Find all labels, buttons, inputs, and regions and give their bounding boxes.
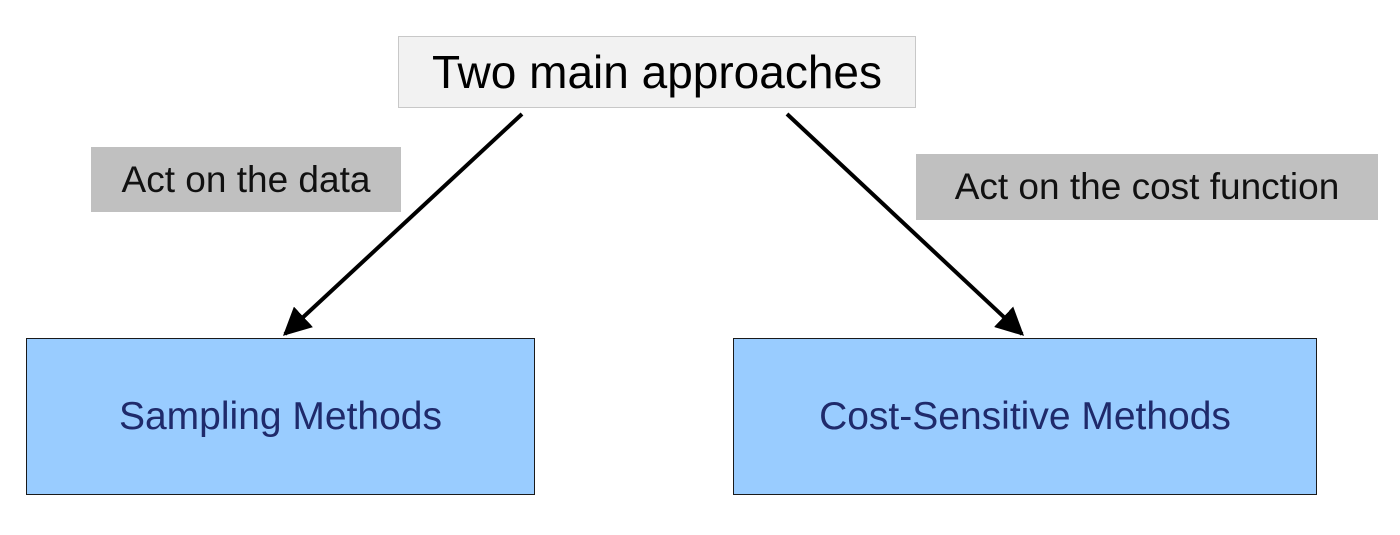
- arrow-to-sampling-methods: [282, 112, 524, 336]
- arrow-to-cost-sensitive-methods: [785, 112, 1025, 336]
- edge-label-cost-function: Act on the cost function: [916, 154, 1378, 220]
- edge-label-data: Act on the data: [91, 147, 401, 212]
- node-sampling-methods: Sampling Methods: [26, 338, 535, 495]
- node-cost-sensitive-methods: Cost-Sensitive Methods: [733, 338, 1317, 495]
- root-node: Two main approaches: [398, 36, 916, 108]
